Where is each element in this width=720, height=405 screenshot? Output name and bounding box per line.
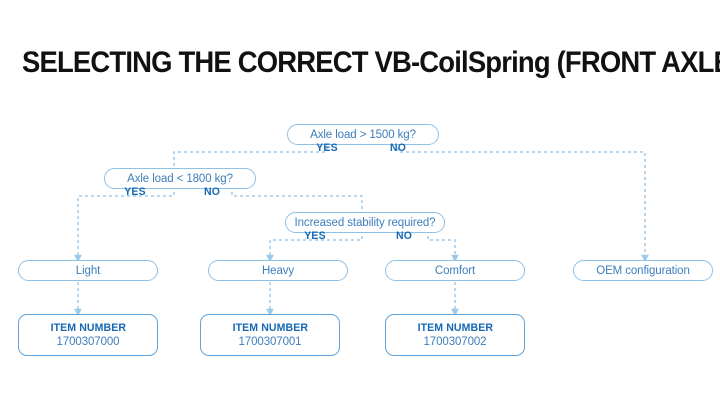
- page-title: SELECTING THE CORRECT VB-CoilSpring (FRO…: [22, 46, 720, 79]
- decision-axle-load-1500[interactable]: Axle load > 1500 kg?: [287, 124, 439, 145]
- item-number-value: 1700307002: [423, 336, 487, 348]
- branch-label-d1-yes: YES: [316, 142, 338, 154]
- decision-increased-stability[interactable]: Increased stability required?: [285, 212, 445, 233]
- item-number-box-light[interactable]: ITEM NUMBER 1700307000: [18, 314, 158, 356]
- wire-d1-no: [397, 148, 649, 263]
- item-number-label: ITEM NUMBER: [417, 322, 493, 334]
- branch-label-d3-no: NO: [395, 230, 413, 242]
- outcome-heavy[interactable]: Heavy: [208, 260, 348, 281]
- item-number-value: 1700307000: [56, 336, 120, 348]
- item-number-label: ITEM NUMBER: [232, 322, 308, 334]
- branch-label-d2-yes: YES: [124, 186, 146, 198]
- branch-label-d1-no: NO: [389, 142, 407, 154]
- wire-d2-yes: [74, 192, 175, 263]
- outcome-light[interactable]: Light: [18, 260, 158, 281]
- branch-label-d3-yes: YES: [304, 230, 326, 242]
- outcome-comfort[interactable]: Comfort: [385, 260, 525, 281]
- item-number-box-heavy[interactable]: ITEM NUMBER 1700307001: [200, 314, 340, 356]
- item-number-label: ITEM NUMBER: [50, 322, 126, 334]
- branch-label-d2-no: NO: [203, 186, 221, 198]
- outcome-oem-configuration[interactable]: OEM configuration: [573, 260, 713, 281]
- wire-d2-no: [231, 192, 363, 210]
- decision-axle-load-1800[interactable]: Axle load < 1800 kg?: [104, 168, 256, 189]
- item-number-box-comfort[interactable]: ITEM NUMBER 1700307002: [385, 314, 525, 356]
- wire-d3-no: [427, 236, 459, 263]
- item-number-value: 1700307001: [238, 336, 302, 348]
